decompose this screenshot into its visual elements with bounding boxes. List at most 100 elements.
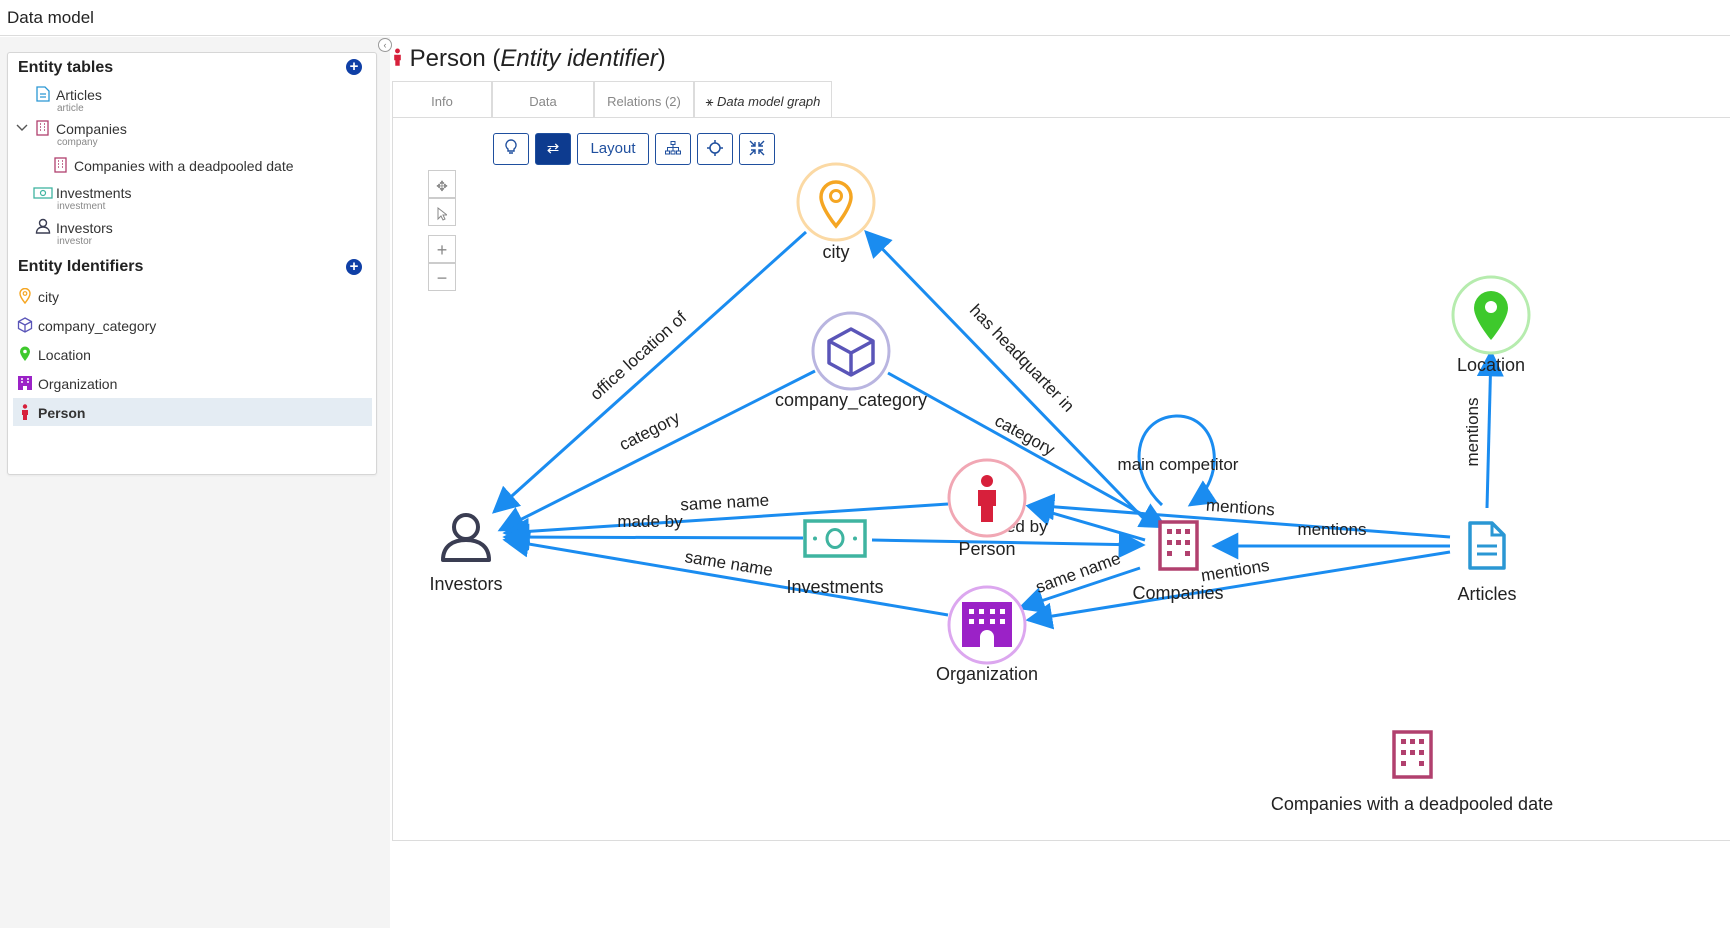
building-icon bbox=[1158, 520, 1199, 571]
edge-label-made-by: made by bbox=[617, 512, 683, 531]
node-label-investments: Investments bbox=[786, 577, 883, 597]
document-icon bbox=[36, 86, 50, 107]
sidebar-item-investments-sub: investment bbox=[57, 201, 106, 212]
edge-mentions-person[interactable] bbox=[1027, 493, 1451, 539]
edge-label-has-headquarter-in: has headquarter in bbox=[966, 301, 1078, 416]
edge-mentions-location[interactable] bbox=[1476, 349, 1504, 509]
node-investments[interactable]: Investments bbox=[786, 519, 884, 597]
zoom-out-button[interactable]: − bbox=[428, 263, 456, 291]
sidebar-item-organization[interactable]: Organization bbox=[38, 376, 118, 392]
sidebar-item-companies-deadpooled[interactable]: Companies with a deadpooled date bbox=[74, 158, 294, 174]
tab-data-model-graph[interactable]: ⚹ Data model graph bbox=[694, 81, 832, 121]
swap-direction-button[interactable]: ⇄ bbox=[535, 133, 571, 165]
edge-same-name-bottom[interactable] bbox=[502, 530, 949, 617]
node-label-organization: Organization bbox=[936, 664, 1038, 684]
chevron-down-icon[interactable] bbox=[16, 121, 28, 136]
edge-category-left[interactable] bbox=[497, 369, 816, 532]
person-icon bbox=[978, 475, 996, 522]
node-investors[interactable]: Investors bbox=[429, 513, 503, 594]
edge-label-category-left: category bbox=[616, 408, 683, 455]
edge-has-headquarter-in[interactable] bbox=[864, 230, 1149, 524]
edge-label-mentions-location: mentions bbox=[1463, 398, 1482, 467]
node-city[interactable]: city bbox=[796, 162, 876, 262]
sidebar-item-investments[interactable]: Investments bbox=[56, 185, 132, 201]
organization-icon bbox=[17, 375, 33, 396]
node-label-articles: Articles bbox=[1457, 584, 1516, 604]
entity-tables-heading: Entity tables bbox=[18, 59, 114, 76]
select-button[interactable] bbox=[428, 198, 456, 226]
crosshair-icon bbox=[707, 140, 723, 157]
sidebar-item-location[interactable]: Location bbox=[38, 347, 91, 363]
tab-data-model-graph-label: Data model graph bbox=[717, 94, 821, 109]
person-icon bbox=[392, 46, 403, 75]
graph-icon: ⚹ bbox=[705, 94, 714, 109]
page-title: Person (Entity identifier) bbox=[392, 45, 666, 75]
pan-button[interactable]: ✥ bbox=[428, 170, 456, 198]
center-button[interactable] bbox=[697, 133, 733, 165]
sidebar-item-investors[interactable]: Investors bbox=[56, 220, 113, 236]
edge-secured-by[interactable] bbox=[871, 531, 1146, 559]
cube-icon bbox=[827, 327, 875, 377]
collapse-sidebar-button[interactable]: ‹ bbox=[378, 38, 392, 52]
node-organization[interactable]: Organization bbox=[936, 585, 1038, 684]
lightbulb-button[interactable] bbox=[493, 133, 529, 165]
node-label-city: city bbox=[823, 242, 850, 262]
move-icon: ✥ bbox=[436, 178, 448, 194]
sidebar-item-companies-sub: company bbox=[57, 137, 98, 148]
sidebar-item-articles-sub: article bbox=[57, 103, 84, 114]
sidebar-item-person[interactable]: Person bbox=[38, 405, 86, 421]
edge-main-competitor[interactable] bbox=[1137, 414, 1218, 507]
swap-arrows-icon: ⇄ bbox=[546, 140, 560, 157]
sidebar-item-investors-sub: investor bbox=[57, 236, 93, 247]
edge-made-by[interactable] bbox=[502, 523, 804, 551]
node-label-companies: Companies bbox=[1132, 583, 1223, 603]
edge-label-main-competitor: main competitor bbox=[1118, 455, 1239, 474]
tab-relations[interactable]: Relations (2) bbox=[594, 81, 694, 121]
edge-label-mentions-1: mentions bbox=[1205, 496, 1275, 520]
sidebar-item-city[interactable]: city bbox=[38, 289, 59, 305]
edge-same-name-top[interactable] bbox=[502, 502, 949, 545]
node-companies-deadpooled[interactable]: Companies with a deadpooled date bbox=[1271, 730, 1553, 814]
edge-label-same-name-bottom: same name bbox=[684, 547, 775, 580]
sidebar-selected-row[interactable] bbox=[13, 398, 372, 426]
zoom-in-button[interactable]: + bbox=[428, 235, 456, 263]
person-icon bbox=[20, 404, 30, 425]
fit-button[interactable] bbox=[739, 133, 775, 165]
map-pin-icon bbox=[19, 287, 31, 309]
map-pin-icon bbox=[1474, 291, 1508, 340]
edge-same-name-companies-org[interactable] bbox=[1017, 566, 1141, 614]
hierarchy-button[interactable] bbox=[655, 133, 691, 165]
tab-info[interactable]: Info bbox=[392, 81, 492, 121]
node-label-investors: Investors bbox=[429, 574, 502, 594]
graph-edges bbox=[491, 230, 1504, 630]
edge-label-same-name-top: same name bbox=[680, 491, 770, 515]
node-companies[interactable]: Companies bbox=[1132, 520, 1224, 603]
node-label-person: Person bbox=[958, 539, 1015, 559]
compress-icon bbox=[749, 140, 765, 157]
banknote-icon bbox=[803, 519, 867, 558]
hierarchy-icon bbox=[665, 140, 681, 157]
node-company-category[interactable]: company_category bbox=[775, 311, 927, 411]
node-person[interactable]: Person bbox=[947, 458, 1027, 559]
map-pin-icon bbox=[19, 346, 31, 367]
sidebar-item-companies[interactable]: Companies bbox=[56, 121, 127, 137]
edge-office-location-of[interactable] bbox=[491, 230, 808, 514]
organization-icon bbox=[962, 602, 1012, 647]
lightbulb-icon bbox=[504, 139, 518, 157]
tab-data[interactable]: Data bbox=[492, 81, 594, 121]
add-entity-table-button[interactable]: + bbox=[346, 59, 362, 75]
edge-mentions-organization[interactable] bbox=[1025, 550, 1451, 630]
layout-button[interactable]: Layout bbox=[577, 133, 649, 165]
building-icon bbox=[1392, 730, 1433, 779]
sidebar-item-company-category[interactable]: company_category bbox=[38, 318, 157, 334]
node-label-company-category: company_category bbox=[775, 390, 927, 411]
building-icon bbox=[36, 120, 49, 141]
sidebar-item-articles[interactable]: Articles bbox=[56, 87, 102, 103]
add-entity-identifier-button[interactable]: + bbox=[346, 259, 362, 275]
edge-label-mentions-3: mentions bbox=[1200, 556, 1271, 586]
graph-canvas[interactable] bbox=[392, 117, 1730, 841]
edge-category-right[interactable] bbox=[887, 371, 1168, 529]
node-location[interactable]: Location bbox=[1451, 275, 1531, 375]
node-articles[interactable]: Articles bbox=[1457, 521, 1517, 604]
